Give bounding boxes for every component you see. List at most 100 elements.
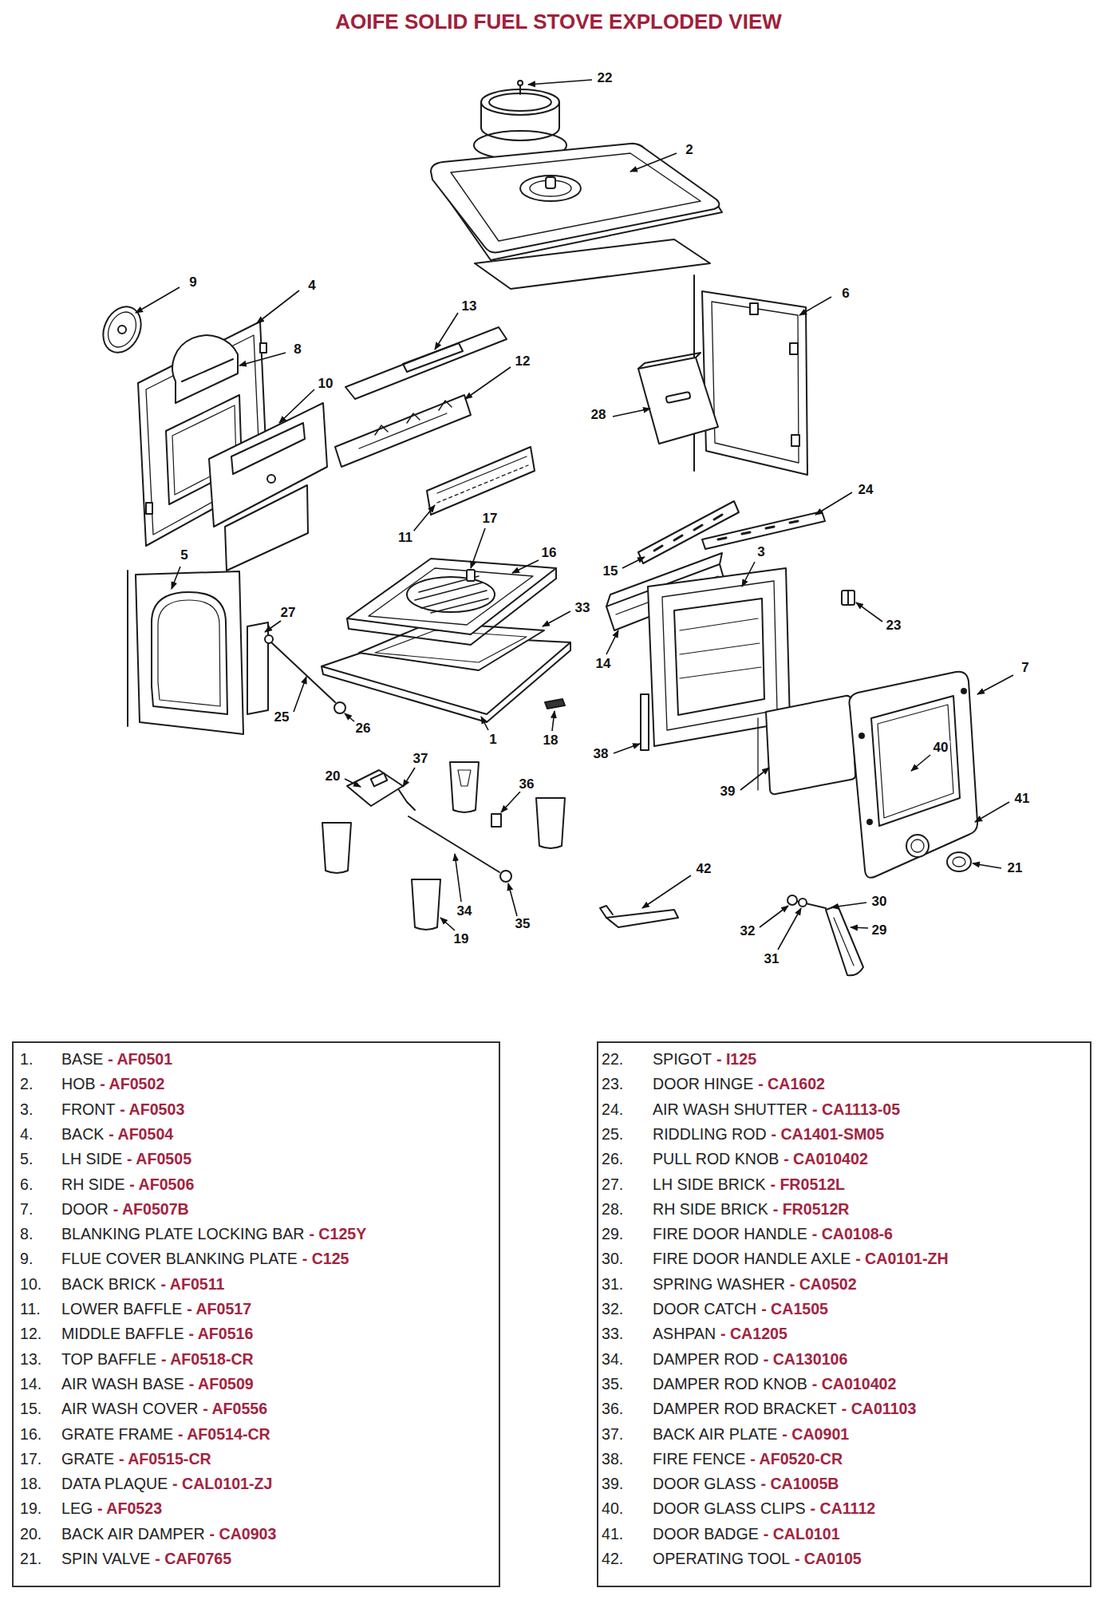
parts-list-row: 42.OPERATING TOOL- CA0105 [598, 1546, 1090, 1571]
part-code: - FR0512R [773, 1199, 850, 1218]
item-number: 10. [19, 1271, 62, 1297]
part-name: GRATE FRAME [61, 1424, 174, 1443]
part-code: - CA1005B [760, 1474, 839, 1492]
part-name: DAMPER ROD KNOB [652, 1374, 808, 1393]
part-name: DAMPER ROD [652, 1349, 759, 1368]
part-code: - AF0507B [113, 1199, 190, 1218]
part-code: - AF0514-CR [177, 1424, 271, 1443]
callout-number: 7 [1019, 660, 1031, 675]
part-name: TOP BAFFLE [61, 1349, 157, 1368]
callout-number: 3 [755, 544, 766, 560]
item-number: 23. [601, 1071, 653, 1097]
part-name: DOOR BADGE [652, 1524, 759, 1543]
part-code: - CA1113-05 [812, 1100, 900, 1118]
part-name: BACK BRICK [61, 1274, 157, 1293]
item-number: 24. [601, 1097, 653, 1122]
part-code: - AF0516 [188, 1324, 253, 1342]
callout-number: 30 [870, 894, 889, 909]
callout-number: 5 [178, 548, 190, 563]
callout-number: 21 [1006, 860, 1025, 876]
item-number: 32. [601, 1296, 653, 1322]
parts-list-row: 31.SPRING WASHER- CA0502 [598, 1271, 1090, 1297]
parts-list-row: 34.DAMPER ROD- CA130106 [598, 1346, 1090, 1372]
part-code: - CAL0101 [763, 1524, 841, 1543]
part-name: AIR WASH COVER [61, 1399, 198, 1417]
item-number: 3. [19, 1097, 62, 1122]
callout-number: 17 [481, 511, 500, 526]
parts-list-row: 23.DOOR HINGE- CA1602 [598, 1071, 1090, 1097]
part-name: FIRE DOOR HANDLE [652, 1224, 808, 1243]
callout-number: 13 [460, 299, 479, 314]
item-number: 25. [601, 1121, 653, 1147]
parts-list-row: 3.FRONT- AF0503 [13, 1097, 499, 1122]
part-code: - CA0101-ZH [855, 1249, 949, 1267]
item-number: 8. [19, 1221, 62, 1247]
part-code: - CA1112 [810, 1499, 877, 1517]
callout-number: 36 [517, 777, 537, 792]
part-code: - AF0515-CR [118, 1449, 212, 1468]
parts-list-row: 2.HOB- AF0502 [13, 1071, 499, 1097]
item-number: 33. [601, 1321, 653, 1346]
item-number: 12. [19, 1321, 62, 1346]
part-name: LOWER BAFFLE [61, 1299, 182, 1318]
callout-number: 10 [316, 376, 336, 391]
parts-list-box: 22.SPIGOT- I12523.DOOR HINGE- CA160224.A… [596, 1041, 1092, 1587]
callout-number: 11 [396, 530, 415, 545]
parts-list-row: 35.DAMPER ROD KNOB- CA010402 [598, 1371, 1090, 1397]
part-name: FLUE COVER BLANKING PLATE [61, 1249, 298, 1267]
part-name: RH SIDE BRICK [652, 1199, 769, 1218]
callout-number: 20 [323, 769, 343, 784]
part-name: LH SIDE [61, 1149, 123, 1168]
item-number: 31. [601, 1271, 653, 1297]
callout-number: 39 [718, 784, 738, 799]
part-name: LEG [61, 1499, 93, 1517]
parts-list-row: 21.SPIN VALVE- CAF0765 [13, 1546, 499, 1571]
parts-list-row: 17.GRATE- AF0515-CR [13, 1446, 499, 1472]
item-number: 42. [601, 1546, 653, 1571]
callout-number: 29 [870, 923, 889, 938]
part-code: - CA0901 [781, 1424, 849, 1443]
parts-list-box: 1.BASE- AF05012.HOB- AF05023.FRONT- AF05… [11, 1041, 501, 1587]
item-number: 5. [19, 1146, 62, 1172]
parts-list-row: 8.BLANKING PLATE LOCKING BAR- C125Y [13, 1221, 499, 1247]
parts-list-row: 41.DOOR BADGE- CAL0101 [598, 1521, 1090, 1547]
part-code: - CA0105 [794, 1549, 862, 1567]
item-number: 22. [601, 1046, 653, 1072]
part-code: - CAF0765 [154, 1549, 232, 1567]
part-code: - AF0503 [119, 1100, 185, 1118]
part-name: DOOR HINGE [652, 1074, 754, 1093]
callout-number: 18 [541, 733, 561, 748]
parts-list-row: 13.TOP BAFFLE- AF0518-CR [13, 1346, 499, 1372]
part-name: HOB [61, 1074, 95, 1093]
callout-number: 4 [306, 278, 317, 293]
part-code: - I125 [716, 1049, 757, 1068]
parts-list-row: 27.LH SIDE BRICK- FR0512L [598, 1172, 1090, 1197]
parts-list-row: 32.DOOR CATCH- CA1505 [598, 1296, 1090, 1322]
part-code: - C125Y [308, 1224, 367, 1243]
item-number: 26. [601, 1146, 653, 1172]
item-number: 15. [19, 1396, 62, 1421]
parts-list-row: 39.DOOR GLASS- CA1005B [598, 1471, 1090, 1496]
part-code: - CA010402 [783, 1149, 869, 1168]
callout-number: 26 [354, 721, 373, 736]
diagram-title: AOIFE SOLID FUEL STOVE EXPLODED VIEW [0, 9, 1117, 35]
part-code: - AF0556 [202, 1399, 268, 1417]
item-number: 6. [19, 1172, 62, 1197]
part-name: DAMPER ROD BRACKET [652, 1399, 837, 1417]
part-name: MIDDLE BAFFLE [61, 1324, 185, 1342]
parts-list-row: 12.MIDDLE BAFFLE- AF0516 [13, 1321, 499, 1346]
parts-list-row: 24.AIR WASH SHUTTER- CA1113-05 [598, 1097, 1090, 1122]
callout-number: 16 [540, 545, 559, 561]
part-code: - AF0518-CR [161, 1349, 254, 1368]
callout-number: 2 [683, 142, 695, 158]
part-name: OPERATING TOOL [652, 1549, 790, 1567]
callout-number: 40 [931, 740, 951, 755]
parts-list-row: 37.BACK AIR PLATE- CA0901 [598, 1421, 1090, 1447]
parts-list-row: 38.FIRE FENCE- AF0520-CR [598, 1446, 1090, 1472]
callout-number: 15 [601, 564, 620, 579]
item-number: 41. [601, 1521, 653, 1547]
parts-list-row: 1.BASE- AF0501 [13, 1046, 499, 1072]
parts-list-row: 14.AIR WASH BASE- AF0509 [13, 1371, 499, 1397]
callout-number: 27 [279, 605, 298, 620]
item-number: 16. [19, 1421, 62, 1447]
